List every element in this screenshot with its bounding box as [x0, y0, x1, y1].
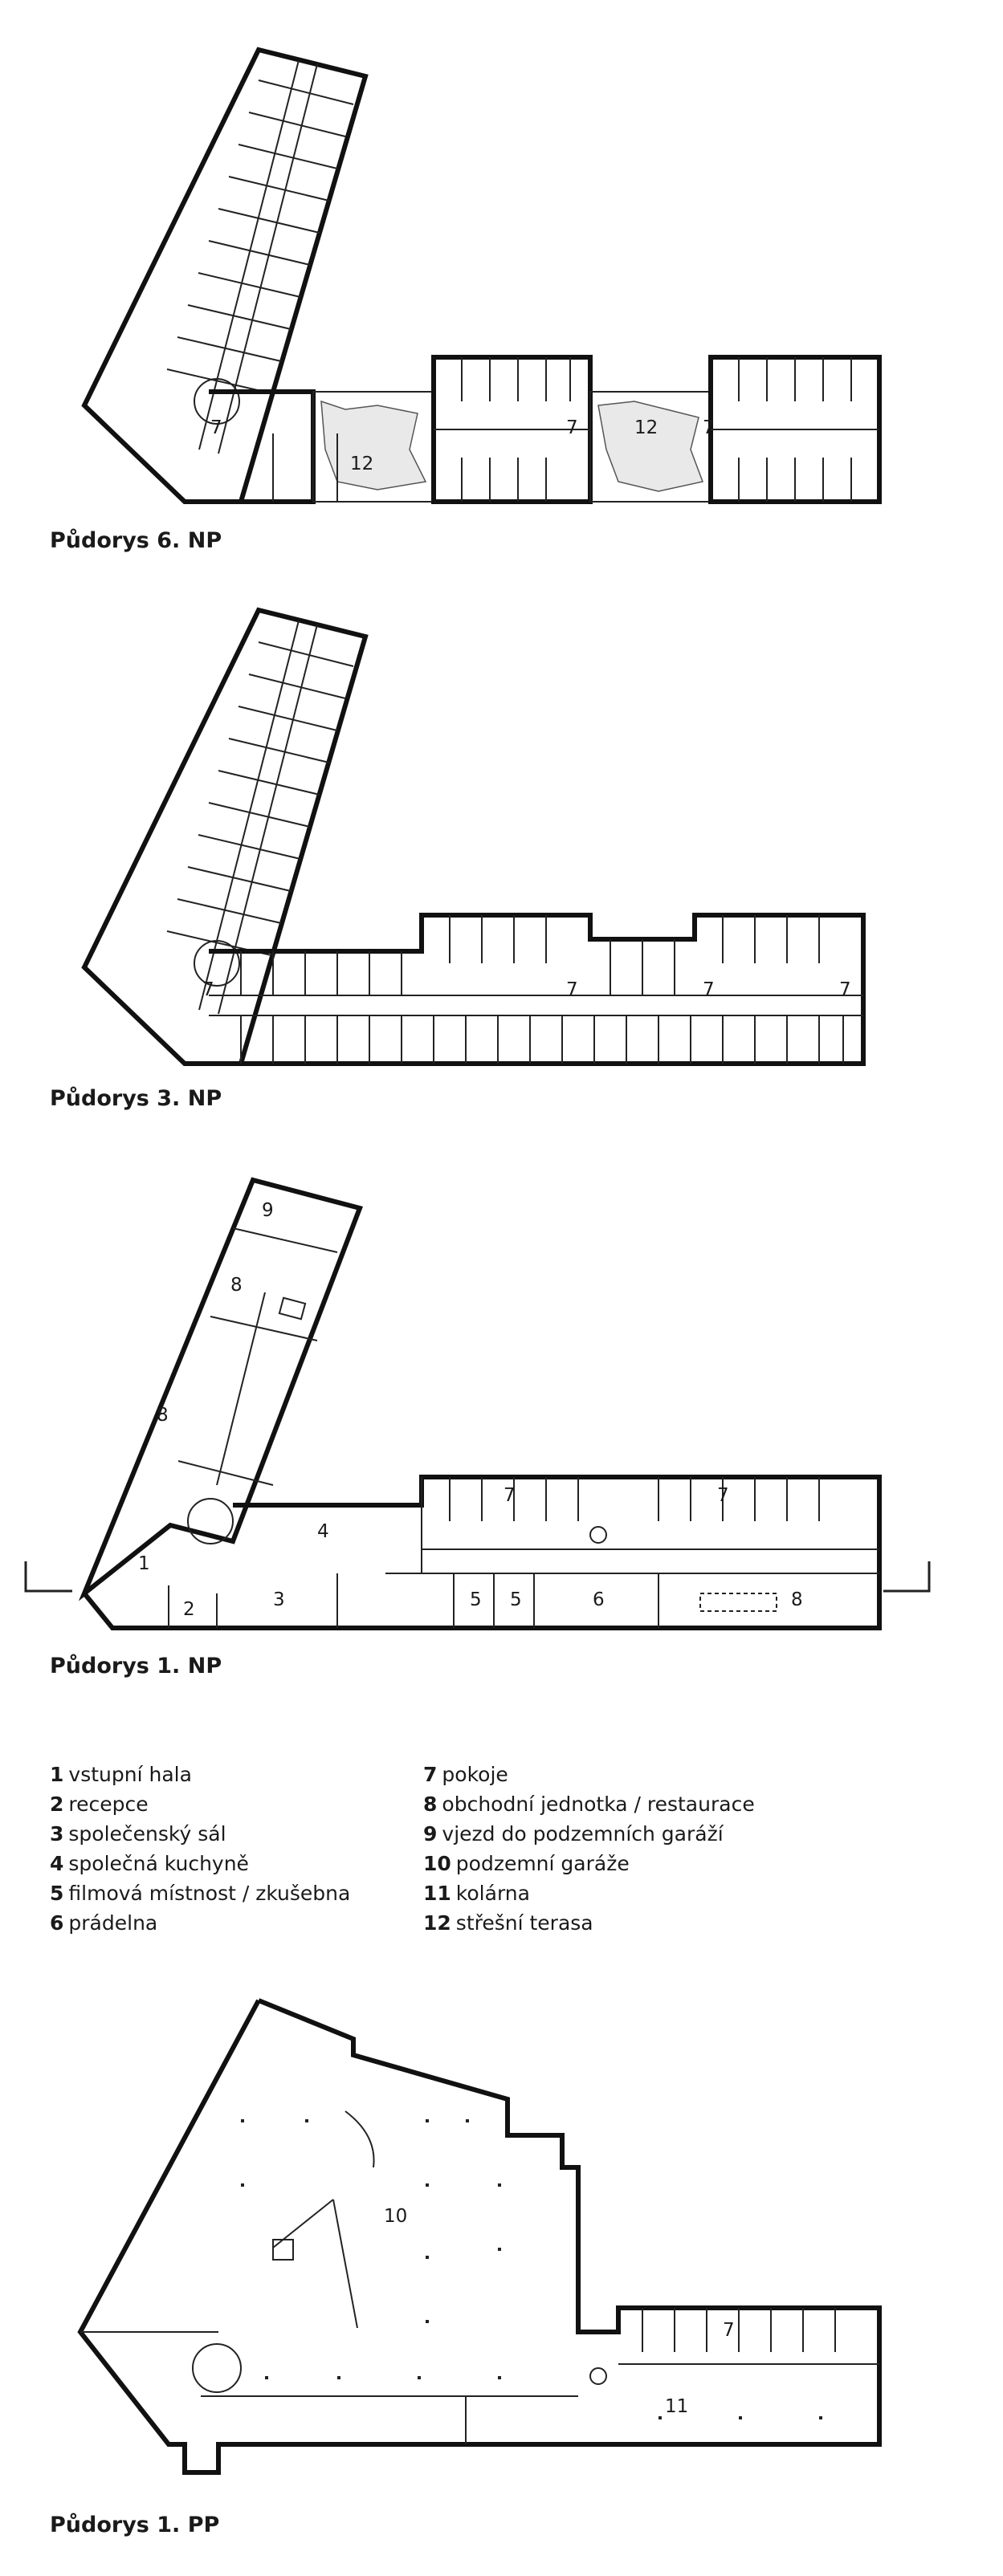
wing-diagonal [81, 47, 369, 504]
legend-text: recepce [68, 1793, 149, 1816]
room-label-7: 7 [723, 2320, 735, 2341]
legend-number: 3 [50, 1822, 64, 1846]
legend-number: 7 [423, 1763, 438, 1786]
room-label-12: 12 [634, 417, 658, 438]
legend-text: podzemní garáže [455, 1852, 630, 1875]
legend-text: střešní terasa [455, 1911, 593, 1935]
entrance-markers [24, 1561, 931, 1593]
legend-text: filmová místnost / zkušebna [68, 1882, 351, 1905]
room-label-10: 10 [384, 2206, 407, 2227]
room-label-7: 7 [717, 1485, 729, 1506]
room-label-7: 7 [566, 417, 578, 438]
plan-caption-3np: Půdorys 3. NP [50, 1086, 222, 1111]
room-dividers-h [272, 357, 852, 502]
room-label-8: 8 [791, 1589, 803, 1610]
legend-number: 12 [423, 1911, 451, 1935]
room-dividers [166, 79, 354, 394]
wing-diagonal [78, 1177, 363, 1601]
room-dividers-h [240, 915, 844, 1064]
legend-text: kolárna [455, 1882, 530, 1905]
room-label-7: 7 [839, 979, 851, 1000]
legend-text: společná kuchyně [68, 1852, 249, 1875]
room-label-11: 11 [665, 2396, 688, 2417]
room-label-6: 6 [593, 1589, 605, 1610]
wing-horizontal [185, 913, 866, 1066]
legend-text: prádelna [68, 1911, 158, 1935]
plan-caption-1pp: Půdorys 1. PP [50, 2513, 220, 2537]
floor-plan-1np: 1 2 3 4 5 5 6 7 7 8 8 8 9 [24, 1177, 931, 1630]
legend-number: 2 [50, 1793, 64, 1816]
room-label-5: 5 [470, 1589, 482, 1610]
legend-number: 8 [423, 1793, 438, 1816]
floor-plan-1pp: 10 7 11 [77, 1998, 882, 2475]
room-label-7: 7 [202, 979, 214, 1000]
room-label-7: 7 [703, 417, 715, 438]
legend-number: 1 [50, 1763, 64, 1786]
room-label-3: 3 [273, 1589, 285, 1610]
plan-caption-1np: Půdorys 1. NP [50, 1654, 222, 1679]
room-label-2: 2 [183, 1599, 195, 1620]
room-dividers [166, 641, 354, 956]
legend-text: vjezd do podzemních garáží [442, 1822, 724, 1846]
plan-caption-6np: Půdorys 6. NP [50, 528, 222, 553]
room-label-8: 8 [157, 1405, 169, 1426]
floor-plan-3np: 7 7 7 7 [81, 607, 866, 1066]
room-label-1: 1 [138, 1553, 150, 1574]
legend-number: 10 [423, 1852, 451, 1875]
garage-outline [77, 1998, 882, 2475]
parking-markers [241, 2119, 822, 2419]
legend-number: 9 [423, 1822, 438, 1846]
legend-number: 6 [50, 1911, 64, 1935]
room-label-4: 4 [317, 1521, 329, 1542]
legend-text: společenský sál [68, 1822, 226, 1846]
room-label-12: 12 [350, 454, 373, 474]
room-label-7: 7 [504, 1485, 516, 1506]
room-label-8: 8 [230, 1275, 243, 1296]
room-label-7: 7 [566, 979, 578, 1000]
legend-number: 5 [50, 1882, 64, 1905]
room-label-7: 7 [703, 979, 715, 1000]
room-dividers-h [449, 1477, 820, 1521]
legend-number: 11 [423, 1882, 451, 1905]
room-label-9: 9 [262, 1200, 274, 1221]
legend-text: vstupní hala [68, 1763, 192, 1786]
floor-plan-6np: 7 7 7 12 12 [81, 47, 882, 504]
room-label-7: 7 [210, 417, 222, 438]
legend-number: 4 [50, 1852, 64, 1875]
room-label-5: 5 [510, 1589, 522, 1610]
legend-text: obchodní jednotka / restaurace [442, 1793, 755, 1816]
legend-text: pokoje [442, 1763, 508, 1786]
wing-horizontal [82, 1475, 882, 1630]
room-dividers-h [642, 2308, 836, 2352]
wing-horizontal [185, 355, 882, 504]
